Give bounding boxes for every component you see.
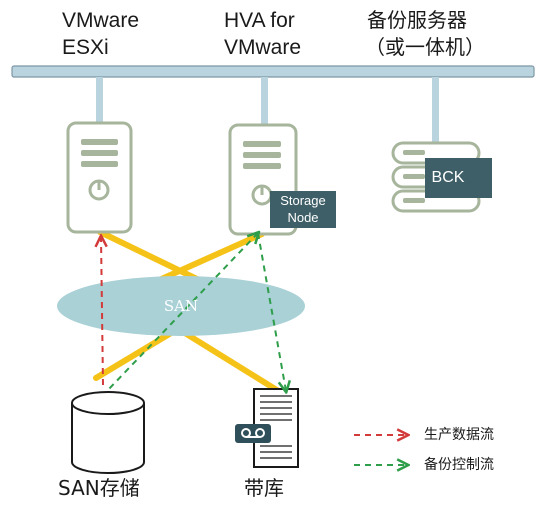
esxi-label-line2: ESXi xyxy=(62,36,109,59)
bus-drop-backup xyxy=(432,77,439,143)
esxi-server-icon xyxy=(66,121,133,234)
production-flow-arrow xyxy=(101,237,103,386)
esxi-label-line1: VMware xyxy=(62,9,140,32)
fc-link-san-storage xyxy=(93,327,179,381)
backup-server-label: 备份服务器 （或一体机） xyxy=(365,7,485,61)
network-bus xyxy=(11,65,535,78)
bus-drop-hva xyxy=(261,77,268,125)
bck-label: BCK xyxy=(431,169,465,186)
legend-control-label: 备份控制流 xyxy=(424,457,494,473)
bck-badge xyxy=(425,158,492,198)
san-storage-label: SAN存储 xyxy=(58,476,140,500)
cassette-icon xyxy=(235,424,271,443)
hva-label-line1: HVA for xyxy=(224,9,295,32)
esxi-label: VMware ESXi xyxy=(62,7,139,61)
backup-server-label-line2: （或一体机） xyxy=(365,35,485,59)
storage-node-label: Storage Node xyxy=(270,192,336,226)
storage-node-badge xyxy=(270,191,336,228)
bus-drop-esxi xyxy=(96,77,103,123)
legend-production-label: 生产数据流 xyxy=(424,427,494,443)
tape-library-label: 带库 xyxy=(244,476,284,500)
backup-server-label-line1: 备份服务器 xyxy=(367,8,467,32)
san-ellipse xyxy=(57,276,305,336)
san-label: SAN xyxy=(163,297,199,315)
database-icon xyxy=(71,391,145,474)
storage-node-label-line1: Storage xyxy=(280,193,326,208)
fc-link-san-tape xyxy=(177,327,283,395)
control-flow-arrow-storage xyxy=(107,233,258,391)
control-flow-arrow-tape xyxy=(257,232,286,391)
storage-node-label-line2: Node xyxy=(287,210,319,225)
hva-label: HVA for VMware xyxy=(224,7,301,61)
hva-label-line2: VMware xyxy=(224,36,302,59)
